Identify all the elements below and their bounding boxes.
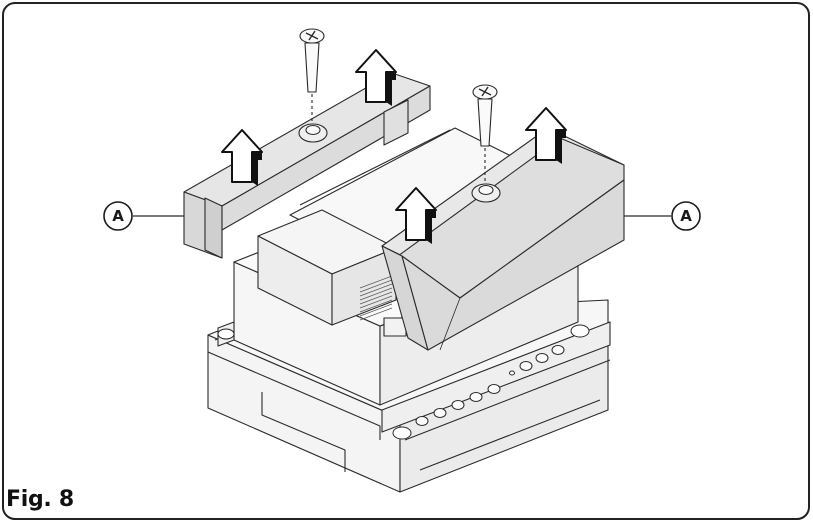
screw-icon: [472, 84, 498, 182]
up-arrow-icon: [525, 107, 567, 164]
callout-right: A: [624, 201, 701, 231]
callout-letter-right: A: [680, 207, 692, 225]
terminal-hole: [551, 345, 565, 355]
figure-label: Fig. 8: [6, 487, 74, 512]
left-cover-end: [383, 99, 409, 146]
right-cover-face: [401, 179, 625, 351]
terminal-hole: [469, 392, 483, 402]
screw-icon: [299, 28, 325, 122]
callout-letter-left: A: [112, 207, 124, 225]
left-cover-lip: [204, 197, 223, 259]
transformer-laminations: [359, 275, 393, 321]
right-cover: [381, 127, 625, 351]
rail-slot-2: [419, 399, 601, 471]
inner-plate-ridge: [299, 129, 451, 206]
rail-slot: [261, 392, 346, 472]
up-arrow-icon: [221, 129, 263, 186]
callout-circle-icon: [671, 201, 701, 231]
terminal-holes: [217, 324, 590, 440]
terminal-hole: [415, 416, 429, 426]
terminal-hole: [487, 384, 501, 394]
base-step-line: [207, 351, 381, 440]
terminal-hole: [535, 353, 549, 363]
up-arrow-icon: [395, 187, 437, 244]
terminal-hole: [519, 361, 533, 371]
up-arrow-icon: [355, 49, 397, 106]
terminal-hole: [570, 324, 590, 338]
callout-circle-icon: [103, 201, 133, 231]
callout-left: A: [103, 201, 184, 231]
terminal-ledge-edge: [404, 359, 611, 441]
right-screw-boss-inner: [478, 184, 494, 196]
terminal-hole: [433, 408, 447, 418]
terminal-hole: [392, 426, 412, 440]
terminal-hole: [217, 328, 235, 340]
transformer: [257, 209, 407, 337]
terminal-hole: [509, 370, 515, 376]
right-cover-bevel: [439, 297, 461, 351]
left-screw-boss-inner: [305, 124, 321, 136]
terminal-hole: [451, 400, 465, 410]
left-cover-side: [221, 85, 431, 231]
